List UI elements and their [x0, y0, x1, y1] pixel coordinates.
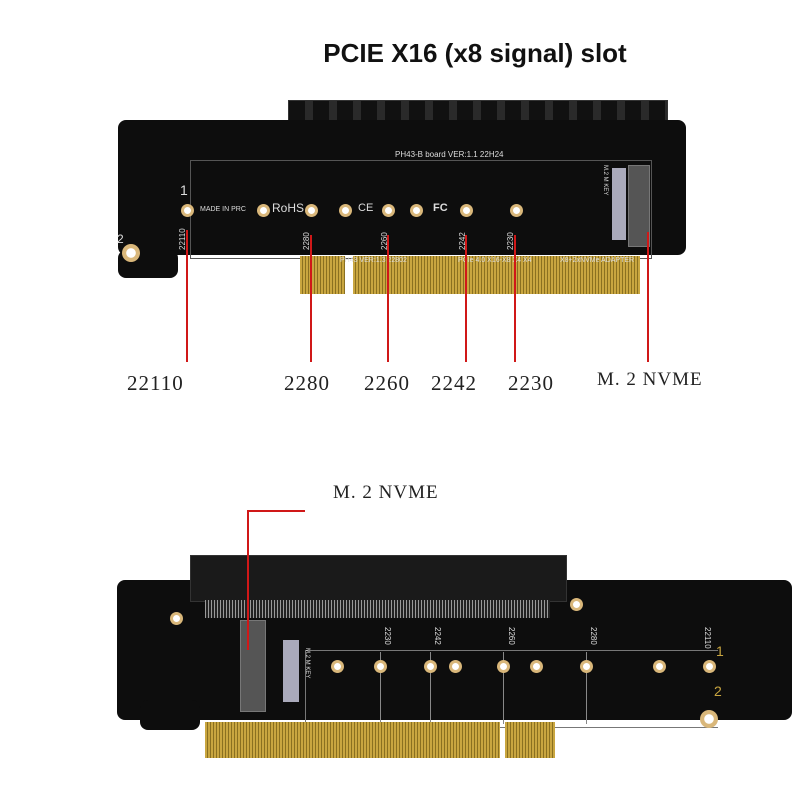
silk-2260: 2260: [507, 627, 516, 645]
m2-connector-top: [628, 165, 650, 247]
callout-line: [247, 510, 305, 512]
title: PCIE X16 (x8 signal) slot: [323, 38, 627, 68]
silk-adapter: X8+2xNVMe ADAPTER: [560, 257, 635, 264]
silk-fc: FC: [433, 202, 448, 214]
silk-22110: 22110: [703, 627, 712, 649]
standoff-hole: [703, 660, 716, 673]
standoff-hole: [497, 660, 510, 673]
label-2260: 2260: [364, 371, 410, 395]
length-line: [380, 652, 381, 724]
silk-one: 1: [180, 182, 188, 198]
mount-hole: [170, 612, 183, 625]
standoff-hole: [449, 660, 462, 673]
top-board: PH43-B board VER:1.1 22H24 MADE IN PRC R…: [117, 100, 703, 395]
length-line: [586, 652, 587, 724]
m2-latch: [283, 640, 299, 702]
mount-hole: [570, 598, 583, 611]
standoff-hole: [424, 660, 437, 673]
callout-line: [310, 235, 312, 362]
gold-fingers-top: [300, 256, 345, 294]
silk-one: 1: [716, 643, 724, 659]
standoff-hole: [410, 204, 423, 217]
standoff-hole: [374, 660, 387, 673]
callout-line: [514, 235, 516, 362]
m2-latch: [612, 168, 626, 240]
pcie-slot-bottom: [190, 555, 567, 602]
callout-line: [387, 235, 389, 362]
gold-fingers-bottom: [205, 722, 500, 758]
standoff-hole: [510, 204, 523, 217]
m2-connector-bottom: [240, 620, 266, 712]
label-2230: 2230: [508, 371, 554, 395]
standoff-hole: [331, 660, 344, 673]
silk-m2key: M.2 M KEY: [304, 648, 310, 679]
label-m2-nvme-bottom: M. 2 NVME: [333, 482, 439, 503]
label-22110: 22110: [127, 371, 184, 395]
callout-line: [465, 235, 467, 362]
mount-hole: [700, 710, 718, 728]
silk-two: 2: [714, 683, 722, 699]
callout-line: [186, 230, 188, 362]
silk-two: 2: [117, 232, 124, 246]
standoff-hole: [580, 660, 593, 673]
standoff-hole: [257, 204, 270, 217]
standoff-hole: [305, 204, 318, 217]
pcb-bracket-tab: [140, 700, 200, 730]
silk-made-in: MADE IN PRC: [200, 206, 246, 213]
label-2280: 2280: [284, 371, 330, 395]
gold-fingers-top-main: [353, 256, 640, 294]
standoff-hole: [181, 204, 194, 217]
pcb-top: [118, 120, 686, 255]
label-2242: 2242: [431, 371, 477, 395]
standoff-hole: [339, 204, 352, 217]
standoff-hole: [382, 204, 395, 217]
silk-2242: 2242: [433, 627, 442, 645]
callout-line: [247, 510, 249, 650]
slot-pins: [205, 600, 550, 618]
silk-2230: 2230: [383, 627, 392, 645]
mount-hole: [122, 244, 140, 262]
silk-pcie: PCIe 4.0 X16-X8 X4 X4: [458, 257, 532, 264]
standoff-hole: [653, 660, 666, 673]
length-line: [503, 652, 504, 724]
silk-2280: 2280: [589, 627, 598, 645]
silk-ce: CE: [358, 202, 374, 214]
standoff-hole: [460, 204, 473, 217]
gold-fingers-bottom-short: [505, 722, 555, 758]
callout-line: [647, 232, 649, 362]
label-m2-nvme: M. 2 NVME: [597, 369, 703, 390]
length-line: [430, 652, 431, 724]
silk-board: PH43-B board VER:1.1 22H24: [395, 150, 504, 159]
standoff-hole: [530, 660, 543, 673]
silk-ver: PH43 VER:1.3 22802: [340, 257, 407, 264]
silk-rohs: RoHS: [272, 201, 305, 215]
